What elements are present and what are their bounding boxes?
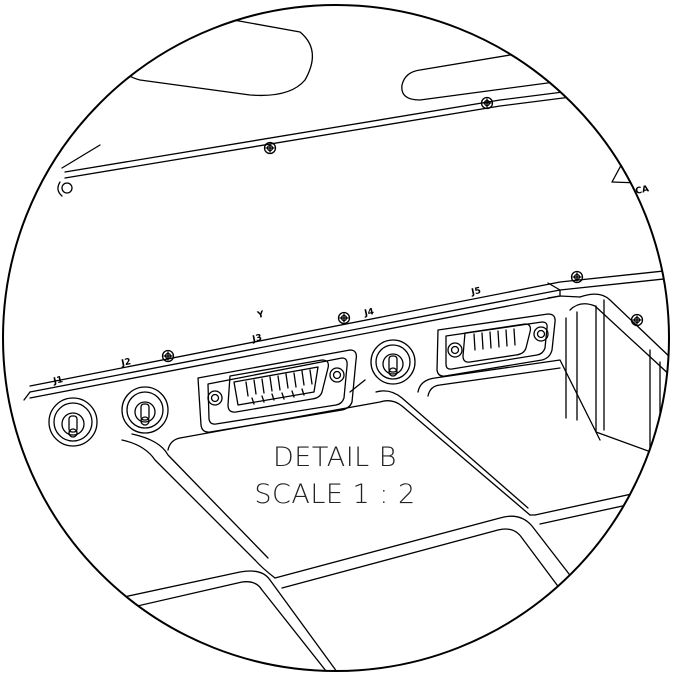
upper-panel-edge	[57, 77, 669, 197]
screw-right-2	[630, 313, 644, 327]
top-handle-slot-right	[401, 39, 646, 101]
connector-labels: J1 J2 Y J3 J4 J5 CA	[52, 184, 650, 387]
compartment-dividers	[121, 359, 601, 561]
warning-triangle-mark	[611, 133, 669, 184]
j4-round-connector	[370, 339, 416, 385]
label-ca: CA	[635, 184, 650, 197]
j1-round-connector	[48, 397, 98, 447]
label-j1: J1	[52, 375, 64, 387]
label-j3: J3	[251, 333, 263, 345]
lower-compartment-cells	[79, 489, 669, 671]
screw-rail-1	[161, 349, 175, 363]
j2-round-connector	[121, 386, 169, 434]
screw-upper-1	[263, 141, 277, 155]
screw-upper-3	[61, 182, 73, 194]
j3-dsub-connector	[197, 349, 358, 433]
screw-right-1	[570, 270, 584, 284]
connector-rail	[23, 269, 669, 401]
screw-upper-2	[480, 96, 494, 110]
screw-rail-2	[337, 311, 351, 325]
detail-scale: SCALE 1 : 2	[254, 479, 416, 510]
detail-boundary-circle	[2, 4, 670, 672]
label-y: Y	[256, 310, 266, 321]
label-j2: J2	[120, 357, 132, 369]
top-handle-slot-left	[116, 9, 313, 97]
label-j4: J4	[363, 307, 375, 319]
j5-dsub-connector	[436, 313, 556, 377]
detail-title: DETAIL B	[273, 442, 397, 473]
right-housing-wall	[565, 293, 669, 471]
label-j5: J5	[470, 286, 482, 298]
